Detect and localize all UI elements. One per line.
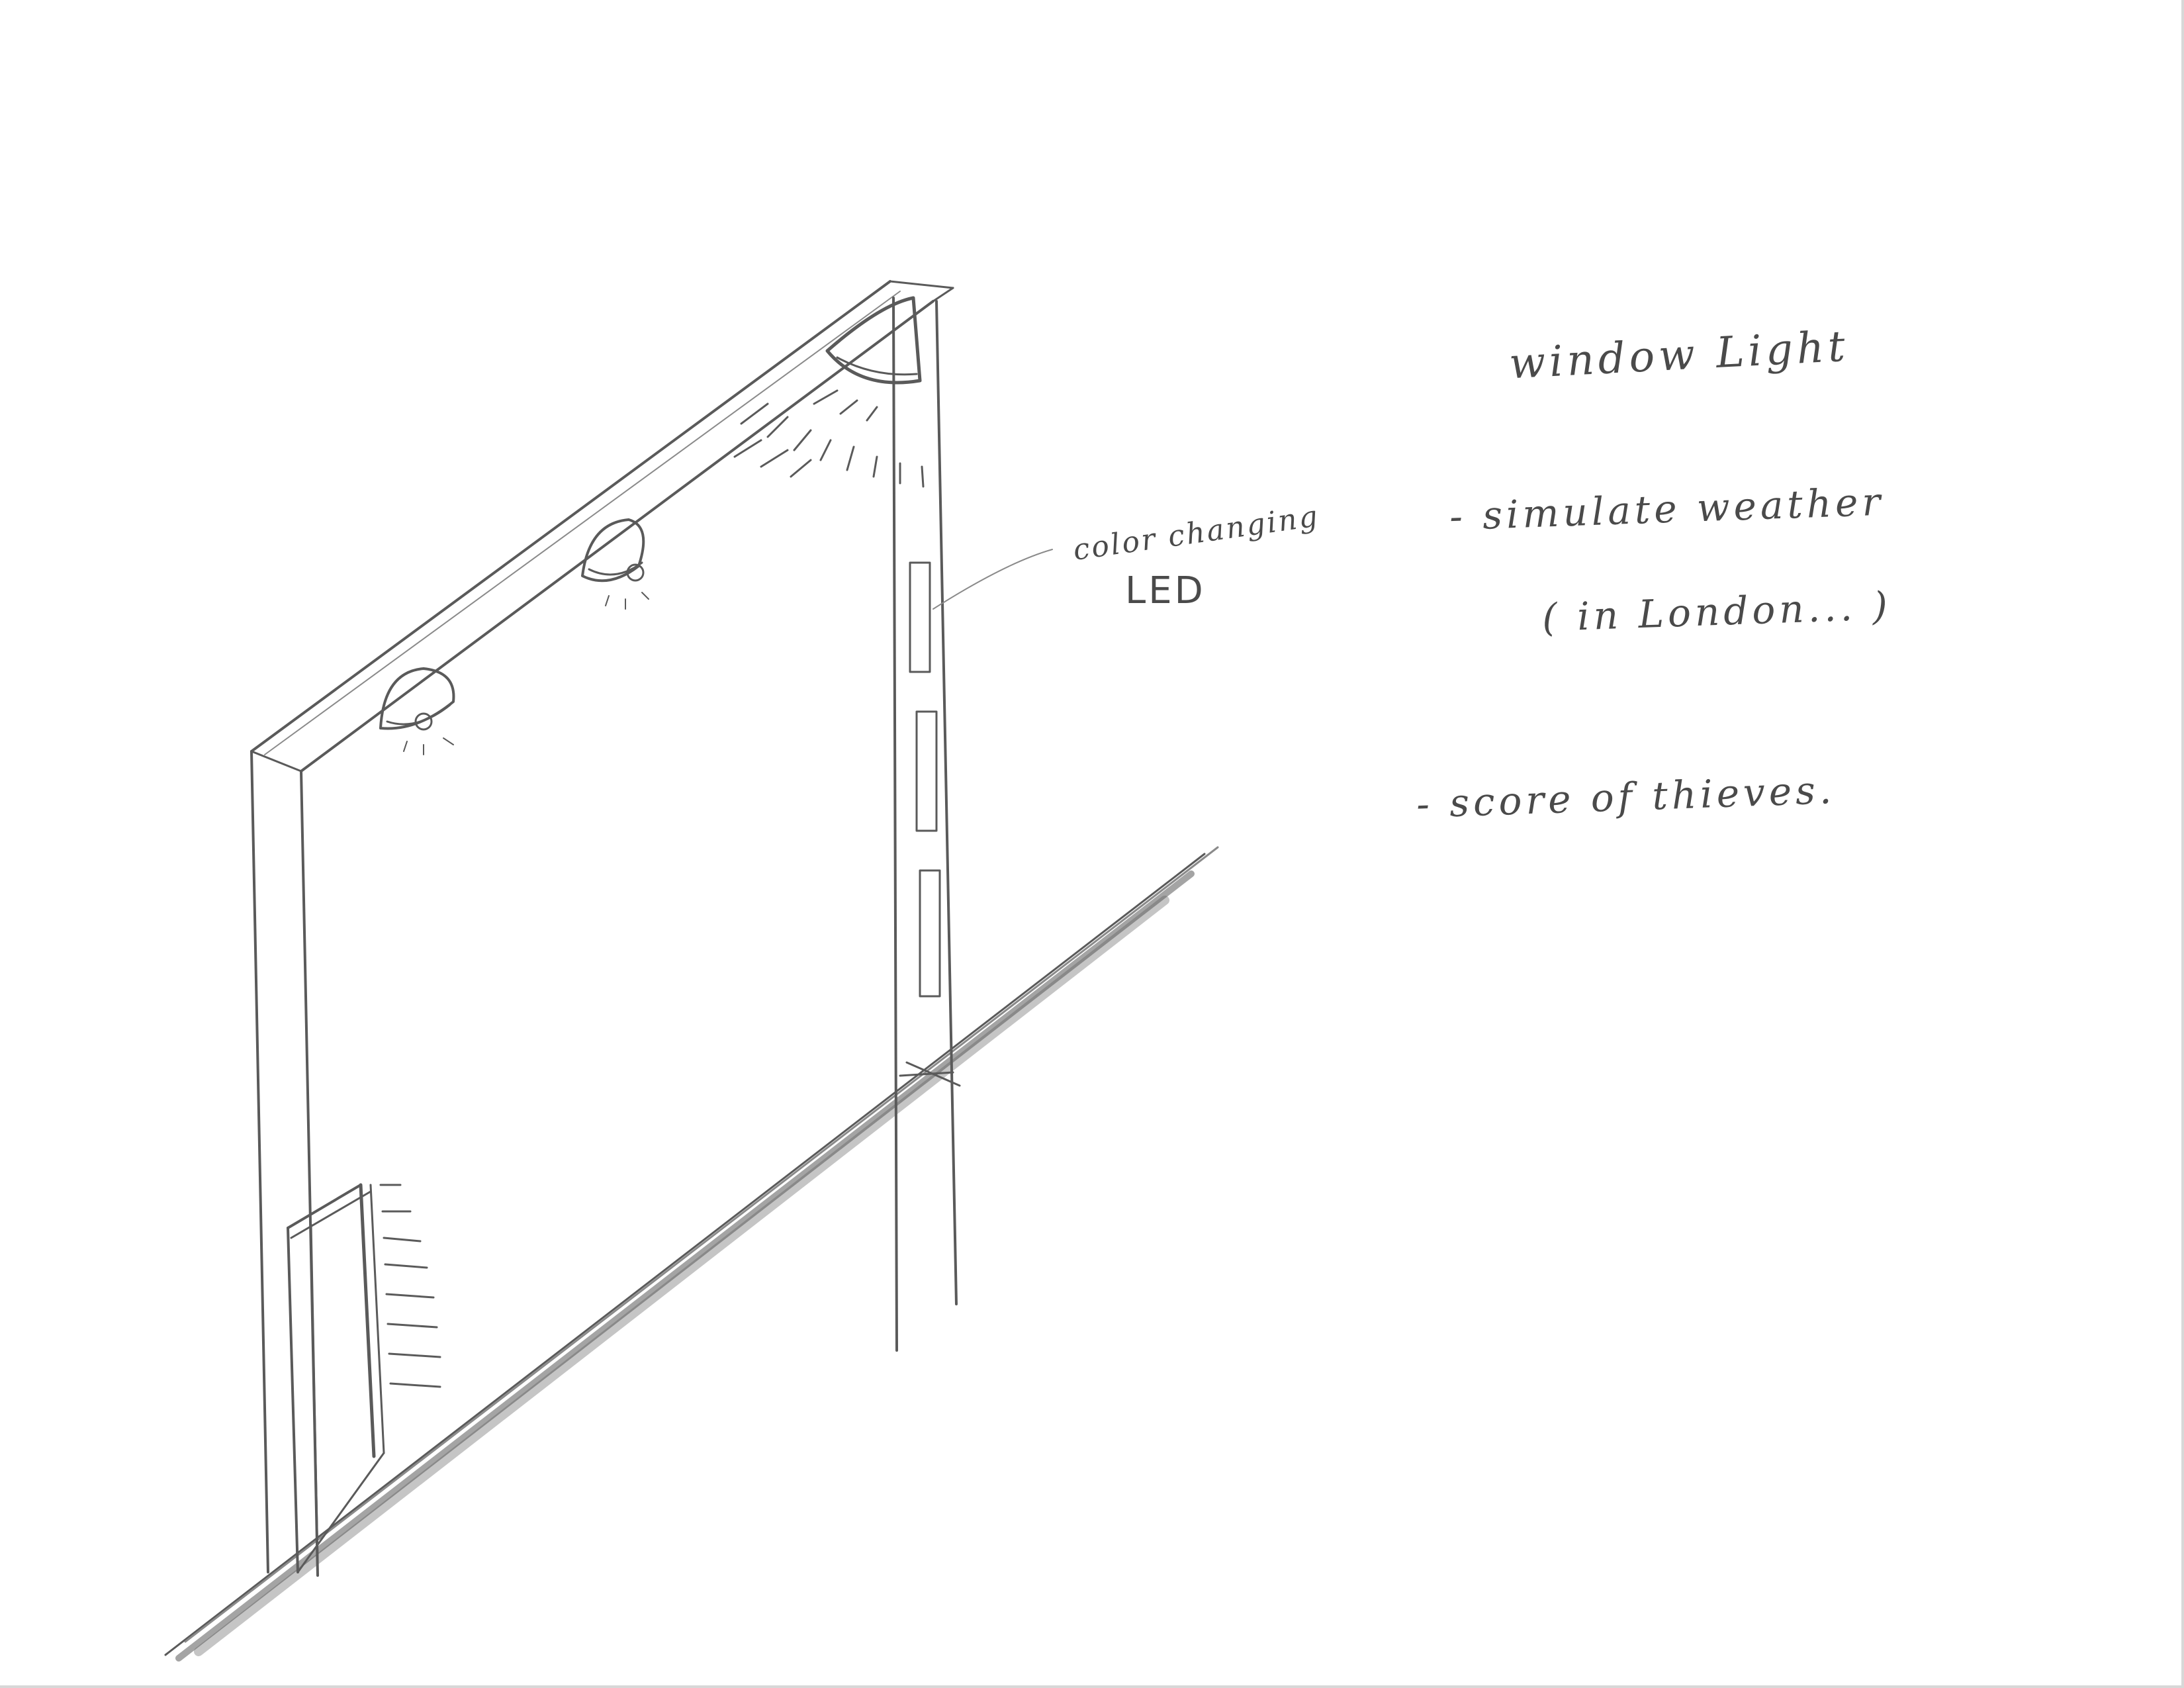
lower-lamp bbox=[381, 669, 453, 755]
left-post bbox=[251, 751, 318, 1575]
right-post bbox=[893, 298, 960, 1350]
top-beam bbox=[251, 281, 953, 771]
led-strips bbox=[910, 563, 940, 996]
middle-lamp bbox=[582, 520, 649, 609]
callout-leader bbox=[933, 549, 1052, 609]
callout-led: LED bbox=[1125, 569, 1206, 612]
